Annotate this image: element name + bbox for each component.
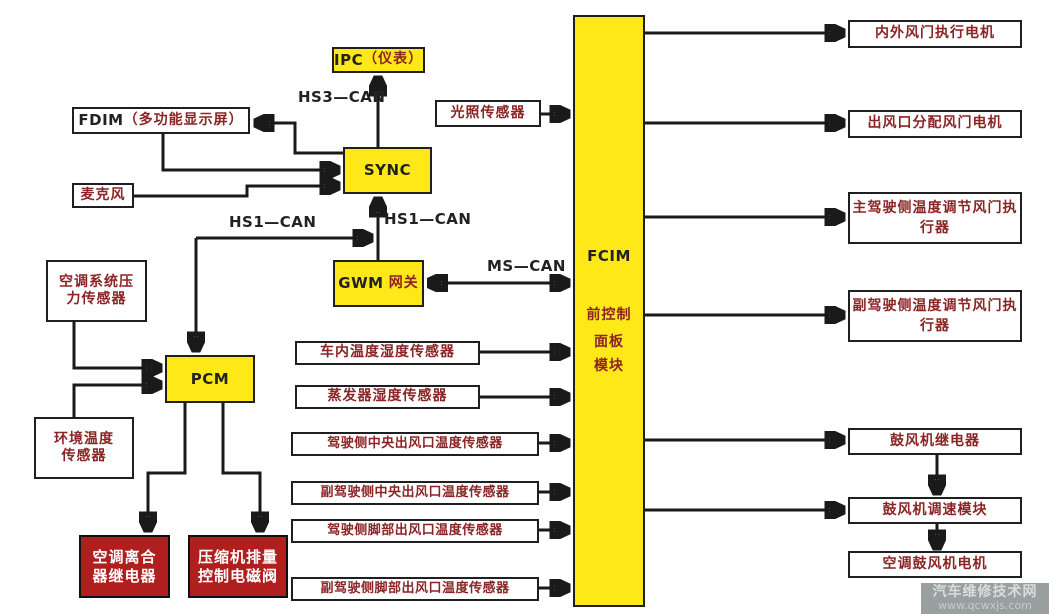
fcim-cn-line1: 前控制 (586, 307, 632, 323)
node-gwm-gateway: GWM 网关 (333, 260, 424, 307)
sensor-label: 驾驶侧中央出风口温度传感器 (327, 435, 503, 451)
node-ac-blower-motor: 空调鼓风机电机 (848, 551, 1022, 578)
fcim-cn-line2: 面板 (594, 334, 624, 350)
fdim-cn-label: （多功能显示屏） (123, 111, 244, 128)
output-label: 内外风门执行电机 (875, 25, 995, 42)
gwm-latin-label: GWM (338, 274, 384, 293)
pcm-label: PCM (190, 369, 230, 388)
fcim-cn-line3: 模块 (594, 358, 624, 374)
output-label: 出风口分配风门电机 (867, 115, 1003, 132)
node-sync-module: SYNC (343, 147, 432, 194)
sensor-label: 副驾驶侧脚部出风口温度传感器 (320, 580, 510, 596)
node-passenger-center-vent-temp-sensor: 副驾驶侧中央出风口温度传感器 (291, 481, 539, 505)
bus-label-hs1-can-right: HS1—CAN (384, 210, 472, 228)
gwm-cn-label: 网关 (388, 274, 419, 291)
node-ac-pressure-sensor: 空调系统压 力传感器 (46, 260, 147, 322)
watermark: 汽车维修技术网 www.qcwxjs.com (921, 583, 1049, 614)
output-label: 主驾驶侧温度调节风门执行器 (852, 199, 1018, 236)
arrow-acpressure-to-pcm (72, 322, 158, 368)
ambient-line1: 环境温度 (54, 430, 114, 447)
node-fdim-display: FDIM （多功能显示屏） (72, 107, 250, 134)
output-label: 鼓风机继电器 (890, 432, 980, 449)
sensor-label: 蒸发器湿度传感器 (327, 388, 448, 405)
node-driver-foot-vent-temp-sensor: 驾驶侧脚部出风口温度传感器 (291, 519, 539, 543)
fdim-latin-label: FDIM (78, 111, 124, 130)
ambient-line2: 传感器 (61, 448, 107, 464)
node-driver-temp-blend-door-actuator: 主驾驶侧温度调节风门执行器 (848, 192, 1022, 244)
bus-label-ms-can: MS—CAN (487, 257, 566, 275)
arrow-fdim-to-sync (161, 134, 336, 170)
watermark-site-url: www.qcwxjs.com (938, 599, 1032, 613)
node-ac-clutch-relay: 空调离合 器继电器 (79, 535, 170, 598)
node-cabin-temp-humidity-sensor: 车内温度湿度传感器 (295, 341, 480, 365)
ipc-latin-label: IPC (334, 50, 364, 69)
node-blower-relay: 鼓风机继电器 (848, 428, 1022, 455)
arrow-sync-to-fdim (258, 123, 343, 155)
output-label: 空调鼓风机电机 (882, 555, 988, 572)
node-ambient-temp-sensor: 环境温度 传感器 (34, 417, 134, 479)
node-light-sensor: 光照传感器 (435, 100, 541, 127)
node-ipc-instrument-cluster: IPC （仪表） (332, 47, 425, 73)
ac-pressure-line1: 空调系统压 (59, 273, 134, 290)
arrow-ambient-to-pcm (72, 385, 158, 417)
node-microphone: 麦克风 (72, 183, 134, 208)
node-compressor-displacement-valve: 压缩机排量 控制电磁阀 (188, 535, 288, 598)
light-sensor-label: 光照传感器 (450, 104, 526, 121)
bus-label-hs3-can: HS3—CAN (298, 88, 386, 106)
ac-pressure-line2: 力传感器 (66, 291, 127, 307)
node-evaporator-humidity-sensor: 蒸发器湿度传感器 (295, 385, 480, 409)
node-vent-distribution-door-motor: 出风口分配风门电机 (848, 110, 1022, 138)
compressor-valve-line1: 压缩机排量 (197, 547, 278, 566)
output-label: 副驾驶侧温度调节风门执行器 (852, 297, 1018, 334)
sensor-label: 车内温度湿度传感器 (320, 344, 455, 361)
node-blower-speed-control-module: 鼓风机调速模块 (848, 497, 1022, 524)
arrow-mic-to-sync (134, 186, 336, 198)
sync-label: SYNC (363, 161, 412, 180)
bus-label-hs1-can-left: HS1—CAN (229, 213, 317, 231)
sensor-label: 副驾驶侧中央出风口温度传感器 (320, 484, 510, 500)
clutch-relay-line2: 器继电器 (92, 566, 157, 585)
fcim-latin-label: FCIM (587, 247, 631, 265)
sensor-label: 驾驶侧脚部出风口温度传感器 (327, 522, 503, 538)
compressor-valve-line2: 控制电磁阀 (197, 566, 278, 585)
arrow-pcm-to-clutch-relay (148, 403, 187, 528)
node-fcim-front-control-panel: FCIM 前控制 面板 模块 (573, 15, 645, 607)
clutch-relay-line1: 空调离合 (92, 547, 157, 566)
output-label: 鼓风机调速模块 (882, 501, 988, 518)
node-passenger-temp-blend-door-actuator: 副驾驶侧温度调节风门执行器 (848, 290, 1022, 342)
watermark-site-name: 汽车维修技术网 (932, 584, 1038, 601)
microphone-label: 麦克风 (80, 186, 126, 203)
node-driver-center-vent-temp-sensor: 驾驶侧中央出风口温度传感器 (291, 432, 539, 456)
node-passenger-foot-vent-temp-sensor: 副驾驶侧脚部出风口温度传感器 (291, 577, 539, 601)
node-fresh-recirc-door-motor: 内外风门执行电机 (848, 20, 1022, 48)
arrow-pcm-to-compressor-valve (221, 403, 260, 528)
node-pcm-module: PCM (165, 355, 255, 403)
ipc-cn-label: （仪表） (363, 51, 424, 68)
